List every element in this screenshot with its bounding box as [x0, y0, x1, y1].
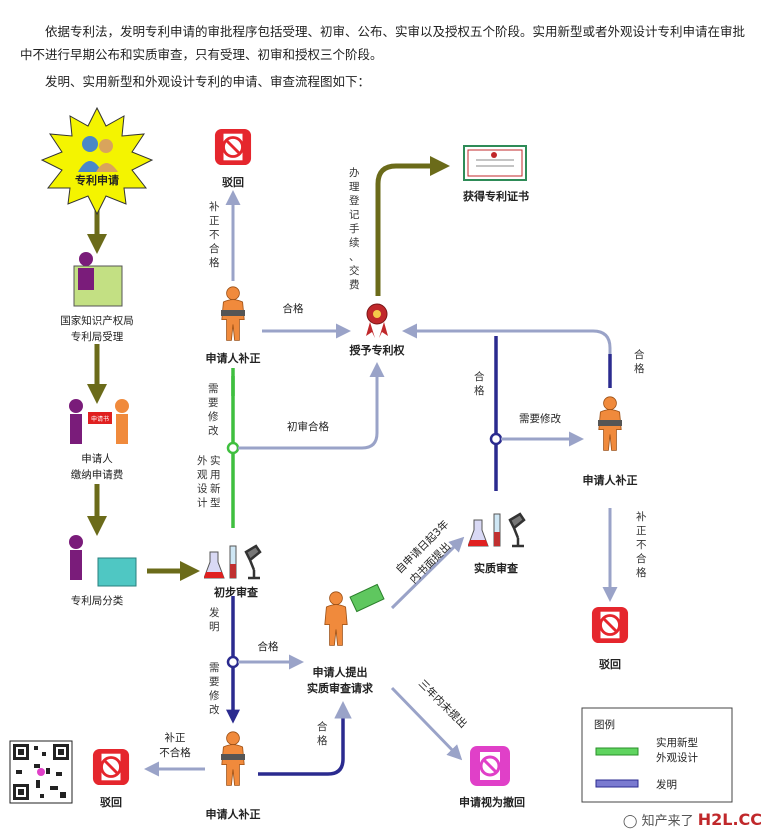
legend: 图例 实用新型 外观设计 发明: [581, 707, 733, 803]
apply-burst-shape: [40, 106, 154, 216]
request-label-1: 申请人提出: [313, 665, 368, 679]
request-label-2: 实质审查请求: [307, 681, 374, 695]
label-prelim-pass: 初审合格: [287, 420, 329, 433]
supp-right-label: 申请人补正: [583, 473, 638, 487]
node-prelim: 初步审查: [204, 544, 262, 599]
reject-icon-right: [591, 606, 629, 644]
fee-box-label: 申请书: [91, 415, 109, 423]
node-withdrawn: 申请视为撤回: [459, 746, 525, 809]
label-need-modify-top: 需要修改: [208, 383, 219, 437]
prelim-label: 初步审查: [214, 585, 258, 599]
request-paper-icon: [349, 583, 385, 613]
legend-green-swatch: [595, 747, 639, 756]
classify-person-icon: [69, 535, 83, 549]
intro-paragraph-2: 发明、实用新型和外观设计专利的申请、审查流程图如下：: [45, 74, 371, 89]
fee-person-icon: [69, 399, 83, 413]
legend-green-label-2: 外观设计: [656, 751, 698, 764]
node-supp-bottom: 申请人补正: [206, 731, 261, 821]
label-register: 办理登记手续、交费: [349, 166, 360, 291]
patent-flowchart: 专利申请 国家知识产权局 专利局受理 申请书 申请人 缴纳申请费 专利局分类 初…: [9, 106, 733, 821]
reject-bottom-label: 驳回: [100, 795, 122, 809]
node-fee: 申请书 申请人 缴纳申请费: [69, 399, 129, 481]
legend-blue-swatch: [595, 779, 639, 788]
edge-prelim-pass-grant: [238, 362, 385, 450]
certificate-icon: [463, 145, 527, 181]
edge-request-substantive: [390, 536, 465, 610]
reject-icon: [214, 128, 252, 166]
classify-label: 专利局分类: [71, 594, 124, 607]
legend-blue-label: 发明: [656, 778, 677, 791]
apply-people-icon: [82, 136, 98, 152]
label-invention: 发明: [209, 606, 220, 633]
supp-bottom-label: 申请人补正: [206, 807, 261, 821]
junction-substantive: [489, 432, 503, 446]
label-qualified-bottom: 合格: [317, 720, 328, 747]
reject-icon-bottom: [92, 748, 130, 786]
watermark-wechat: 知产来了: [641, 814, 694, 829]
node-reject-top: 驳回: [214, 128, 252, 189]
junction-blue: [226, 655, 240, 669]
label-qualified-far-right: 合格: [634, 348, 645, 375]
node-substantive: 实质审查: [468, 512, 526, 575]
label-supp-fail-bottom-2: 不合格: [159, 746, 191, 759]
node-reject-bottom: 驳回: [92, 748, 130, 809]
person-icon-request: [324, 591, 348, 646]
watermark: ◯ 知产来了 H2L.CC: [623, 810, 762, 829]
label-need-modify-right: 需要修改: [519, 412, 561, 425]
label-utility-design: 实用新型外观设计: [197, 454, 221, 509]
node-grant: 授予专利权: [350, 303, 406, 357]
edge-right-qualified-grant: [402, 323, 612, 388]
reject-right-label: 驳回: [599, 657, 621, 671]
label-supp-fail-right: 补正不合格: [636, 510, 647, 579]
junction-green: [226, 441, 240, 455]
node-reject-right: 驳回: [591, 606, 629, 671]
node-classify: 专利局分类: [69, 535, 137, 607]
lab-icon-substantive: [468, 512, 526, 548]
fee-label-2: 缴纳申请费: [71, 468, 124, 481]
substantive-label: 实质审查: [474, 561, 518, 575]
label-qualified-mid: 合格: [258, 640, 279, 653]
supp-top-label: 申请人补正: [206, 351, 261, 365]
label-qualified-right: 合格: [474, 370, 485, 397]
apply-label: 专利申请: [75, 173, 119, 187]
label-supp-fail-bottom-1: 补正: [165, 731, 186, 744]
node-supp-top: 申请人补正: [206, 286, 261, 365]
node-request: 申请人提出 实质审查请求: [307, 583, 385, 695]
label-need-modify-bottom: 需要修改: [209, 662, 220, 716]
accept-label-1: 国家知识产权局: [60, 314, 134, 327]
wechat-icon: ◯: [622, 814, 638, 829]
certificate-label: 获得专利证书: [463, 189, 529, 203]
fee-label-1: 申请人: [81, 452, 113, 465]
reject-top-label: 驳回: [222, 175, 244, 189]
node-certificate: 获得专利证书: [463, 145, 529, 203]
node-supp-right: 申请人补正: [583, 396, 638, 487]
node-apply: 专利申请: [40, 106, 154, 216]
lab-icon-prelim: [204, 544, 262, 580]
withdrawn-label: 申请视为撤回: [459, 795, 525, 809]
legend-title: 图例: [594, 718, 615, 731]
label-qualified-top: 合格: [283, 302, 304, 315]
qr-code: [9, 740, 73, 804]
classify-box-icon: [97, 557, 137, 587]
node-accept: 国家知识产权局 专利局受理: [60, 252, 134, 343]
watermark-site: H2L.CC: [697, 810, 762, 829]
accept-label-2: 专利局受理: [71, 330, 124, 343]
edge-request-withdrawn: [390, 686, 463, 761]
legend-green-label-1: 实用新型: [656, 736, 698, 749]
label-supp-fail-top: 补正不合格: [209, 200, 220, 269]
grant-label: 授予专利权: [350, 343, 406, 357]
edge-supp-bottom-qualified: [258, 701, 352, 776]
intro-paragraph-1: 依据专利法，发明专利申请的审批程序包括受理、初审、公布、实审以及授权五个阶段。实…: [20, 24, 746, 62]
edge-grant-certificate: [375, 156, 450, 296]
